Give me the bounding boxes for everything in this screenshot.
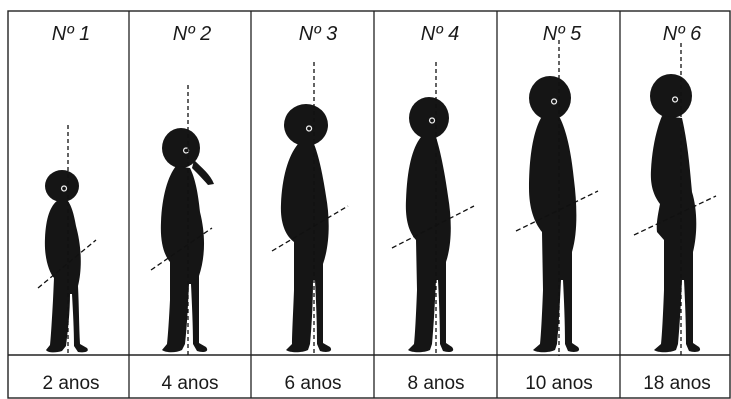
child-silhouette-2 [151,85,214,356]
child-silhouette-5 [516,40,598,356]
child-silhouette-6 [634,43,716,356]
panel-3-number: Nº 3 [299,23,337,45]
child-silhouette-4 [392,62,474,356]
panel-labels: Nº 1 Nº 2 Nº 3 Nº 4 Nº 5 Nº 6 [52,23,702,45]
panel-1-number: Nº 1 [52,23,90,45]
panel-2-number: Nº 2 [173,23,211,45]
panel-4-number: Nº 4 [421,23,459,45]
panel-5-age: 10 anos [525,373,593,394]
panel-4-age: 8 anos [407,373,464,394]
panel-2-age: 4 anos [161,373,218,394]
panel-3-age: 6 anos [284,373,341,394]
child-silhouette-3 [272,62,348,356]
age-labels: 2 anos 4 anos 6 anos 8 anos 10 anos 18 a… [42,373,710,394]
panel-6-number: Nº 6 [663,23,702,45]
panel-5-number: Nº 5 [543,23,582,45]
child-silhouette-1 [38,125,96,356]
panel-1-age: 2 anos [42,373,99,394]
panel-6-age: 18 anos [643,373,711,394]
figure-frame [8,11,730,398]
